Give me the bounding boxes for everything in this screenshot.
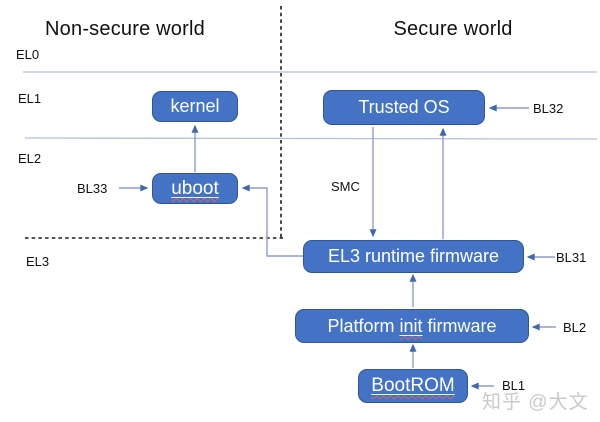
node-bootrom: BootROM [358, 369, 468, 403]
bl33-label: BL33 [77, 181, 108, 196]
node-el3-runtime-firmware-label: EL3 runtime firmware [327, 246, 500, 266]
bl1-label: BL1 [502, 378, 526, 393]
el3-label: EL3 [26, 254, 50, 269]
node-kernel-label: kernel [170, 96, 220, 116]
secure-world-title: Secure world [393, 18, 513, 40]
node-trusted-os: Trusted OS [323, 90, 485, 125]
bl2-label: BL2 [563, 320, 587, 335]
el0-label: EL0 [16, 47, 40, 62]
node-bootrom-label: BootROM [371, 375, 455, 396]
node-platform-init-firmware-label: Platform init firmware [327, 316, 496, 337]
node-uboot-label: uboot [171, 177, 219, 199]
bl32-label: BL32 [533, 101, 564, 116]
arrow-el3-to-uboot-elbow [241, 184, 303, 257]
node-uboot: uboot [152, 173, 238, 204]
el1-label: EL1 [18, 91, 42, 106]
platform-init-post: firmware [422, 315, 497, 336]
node-kernel: kernel [152, 91, 238, 122]
smc-label: SMC [331, 179, 360, 194]
node-trusted-os-label: Trusted OS [358, 97, 450, 117]
non-secure-world-title: Non-secure world [45, 18, 205, 40]
watermark-text: 知乎 @大文 [482, 392, 589, 413]
bl31-label: BL31 [556, 250, 587, 265]
platform-init-pre: Platform [327, 315, 400, 336]
el2-label: EL2 [18, 151, 42, 166]
platform-init-underlined: init [399, 315, 423, 336]
node-el3-runtime-firmware: EL3 runtime firmware [303, 240, 524, 273]
node-platform-init-firmware: Platform init firmware [295, 309, 529, 343]
el1-el2-separator-line [24, 137, 598, 140]
